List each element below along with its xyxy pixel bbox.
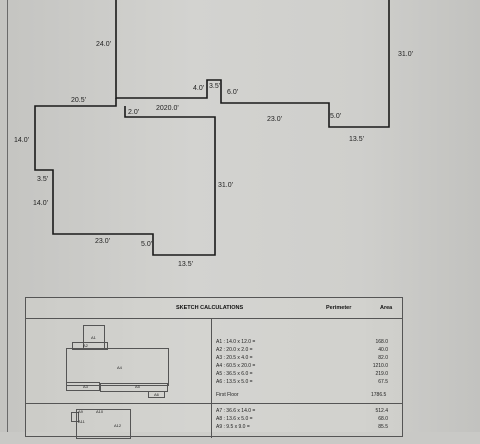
mini-label-a6: A6 <box>154 392 159 397</box>
dim-24-label: 24.0' <box>96 41 111 48</box>
mini-area-a5 <box>100 383 168 392</box>
area-formula: A5 : 36.5 x 6.0 = <box>216 371 253 377</box>
area-value-list-2: 512.4 68.0 85.5 <box>358 407 388 431</box>
floor-label: First Floor <box>216 392 239 398</box>
perimeter-column-header: Perimeter <box>326 305 352 311</box>
mini-label-a12: A12 <box>114 423 122 428</box>
lower-outline <box>34 98 216 256</box>
mini-label-a5: A5 <box>135 384 140 389</box>
mini-area-a4 <box>66 348 169 386</box>
dim-6-label: 6.0' <box>227 89 238 96</box>
area-value: 512.4 <box>375 408 388 414</box>
binding-margin-line <box>7 0 8 432</box>
dim-31-lower-label: 31.0' <box>218 182 233 189</box>
mini-label-a10: A10 <box>96 409 104 414</box>
area-formula: A4 : 60.5 x 20.0 = <box>216 363 256 369</box>
mini-label-a4: A4 <box>117 365 122 370</box>
mini-area-a9 <box>71 412 79 422</box>
mini-label-a3: A3 <box>83 384 88 389</box>
upper-outline <box>115 0 390 128</box>
mini-label-a11: A11 <box>78 419 85 424</box>
floor-plan-sketch: 24.0' 31.0' 4.0' 3.5' 6.0' 23.0' 5.0' 13… <box>14 0 413 268</box>
area-value: 68.0 <box>378 416 388 422</box>
dim-5-top-label: 5.0' <box>330 113 341 120</box>
area-formula: A1 : 14.0 x 12.0 = <box>216 339 256 345</box>
dim-14-left-label: 14.0' <box>14 137 29 144</box>
area-formula: A9 : 9.5 x 9.0 = <box>216 424 250 430</box>
area-formula: A3 : 20.5 x 4.0 = <box>216 355 253 361</box>
area-value: 168.0 <box>375 339 388 345</box>
mini-area-a2 <box>72 342 108 350</box>
dim-3-5-left-label: 3.5' <box>37 176 48 183</box>
sketch-calculations-table: SKETCH CALCULATIONS Perimeter Area A1 A4… <box>25 297 403 439</box>
mini-area-a3 <box>66 382 100 391</box>
dim-3-5-top-label: 3.5' <box>209 83 220 90</box>
dim-13-5-top-label: 13.5' <box>349 136 364 143</box>
dim-31-right-label: 31.0' <box>398 51 413 58</box>
calc-title: SKETCH CALCULATIONS <box>176 305 244 311</box>
mini-label-a9: A9 <box>78 409 83 414</box>
area-formula: A6 : 13.5 x 5.0 = <box>216 379 253 385</box>
dim-overlap-label: 2020.0' <box>156 105 179 112</box>
mini-area-a6 <box>148 391 165 398</box>
mini-label-a1: A1 <box>91 335 96 340</box>
floor-total: 1786.5 <box>371 392 387 398</box>
dim-23-top-label: 23.0' <box>267 116 282 123</box>
area-value-list: 168.0 40.0 82.0 1210.0 219.0 67.5 <box>358 338 388 386</box>
area-value: 67.5 <box>378 379 388 385</box>
area-column-header: Area <box>380 305 393 311</box>
area-formula: A7 : 36.6 x 14.0 = <box>216 408 256 414</box>
dim-5-bottom-label: 5.0' <box>141 241 152 248</box>
table-divider <box>211 318 212 438</box>
dim-13-5-bottom-label: 13.5' <box>178 261 193 268</box>
mini-area-a12 <box>76 409 131 439</box>
second-section: A9 A10 A11 A12 A7 : 36.6 x 14.0 = A8 : 1… <box>26 404 402 444</box>
calc-header: SKETCH CALCULATIONS Perimeter Area <box>26 298 402 319</box>
dim-14-lower-label: 14.0' <box>33 200 48 207</box>
area-value: 40.0 <box>378 347 388 353</box>
area-value: 219.0 <box>375 371 388 377</box>
mini-label-a2: A2 <box>83 343 88 348</box>
first-floor-section: A1 A4 A2 A3 A5 A6 A1 : 14.0 x 12.0 = A2 … <box>26 318 402 404</box>
document-page <box>0 0 480 432</box>
area-formula: A8 : 13.6 x 5.0 = <box>216 416 253 422</box>
area-value: 1210.0 <box>372 363 388 369</box>
dim-23-bottom-label: 23.0' <box>95 238 110 245</box>
area-formula: A2 : 20.0 x 2.0 = <box>216 347 253 353</box>
area-formula-list-2: A7 : 36.6 x 14.0 = A8 : 13.6 x 5.0 = A9 … <box>216 407 255 431</box>
area-formula-list: A1 : 14.0 x 12.0 = A2 : 20.0 x 2.0 = A3 … <box>216 338 255 386</box>
area-value: 82.0 <box>378 355 388 361</box>
dim-4-label: 4.0' <box>193 85 204 92</box>
dim-20-5-label: 20.5' <box>71 97 86 104</box>
area-value: 85.5 <box>378 424 388 430</box>
dim-2-label: 2.0' <box>128 109 139 116</box>
